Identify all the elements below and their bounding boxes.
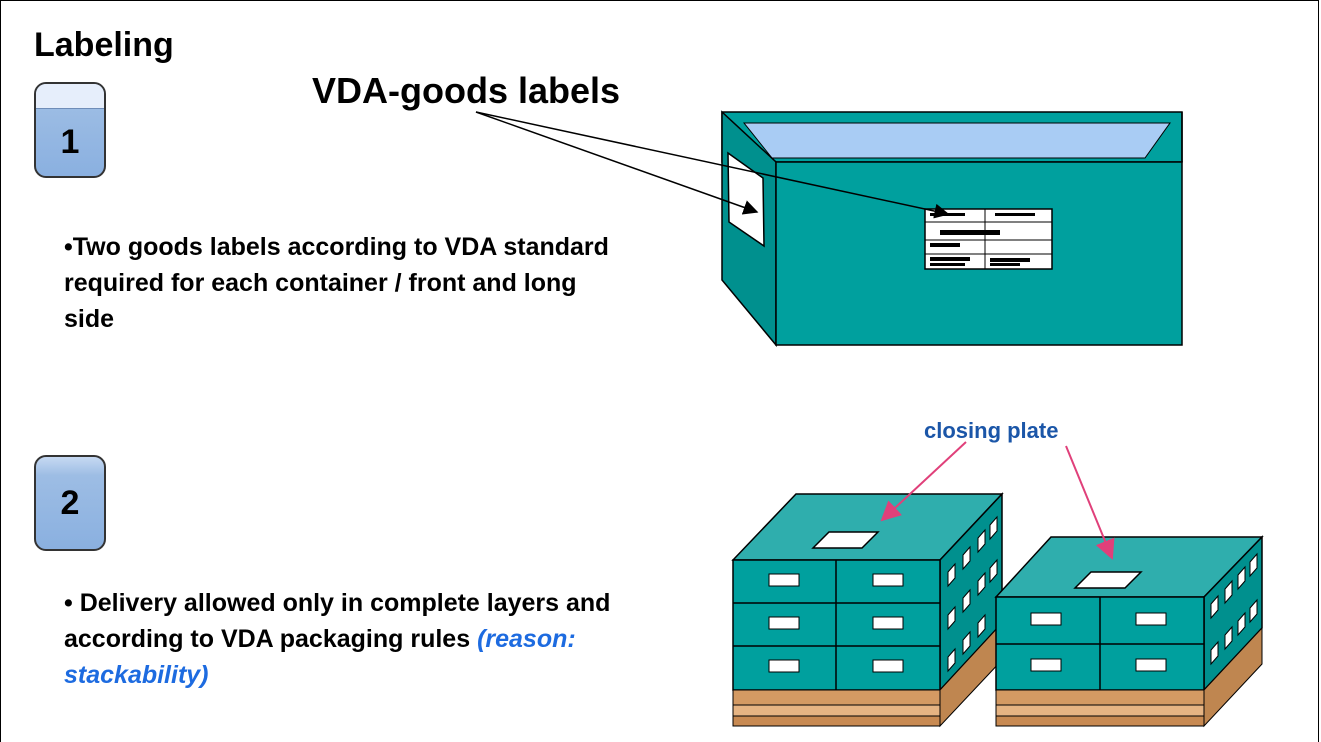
step-2-text: • Delivery allowed only in complete laye… <box>64 585 704 693</box>
page-title: Labeling <box>34 26 174 64</box>
step-2-main-text: • Delivery allowed only in complete laye… <box>64 589 611 653</box>
vda-goods-labels-heading: VDA-goods labels <box>312 70 621 111</box>
pallet-stack-1 <box>731 492 1004 728</box>
step-number: 2 <box>60 483 80 522</box>
closing-plate-1 <box>811 531 880 549</box>
closing-plate-label: closing plate <box>924 418 1059 443</box>
closing-plate-arrow-1 <box>880 441 967 522</box>
step-badge-2: 2 <box>34 455 106 551</box>
front-side-label <box>727 151 765 248</box>
closing-plate-arrow-2 <box>1065 445 1115 560</box>
step-2-reason: (reason: stackability) <box>64 625 576 689</box>
vda-arrow-front <box>475 111 759 215</box>
step-number: 1 <box>60 122 80 161</box>
long-side-goods-label <box>924 208 1053 270</box>
step-badge-1: 1 <box>34 82 106 178</box>
vda-arrow-long <box>475 111 950 219</box>
step-1-text: •Two goods labels according to VDA stand… <box>64 233 609 333</box>
pallet-stack-2 <box>994 535 1264 728</box>
closing-plate-2 <box>1073 571 1143 589</box>
